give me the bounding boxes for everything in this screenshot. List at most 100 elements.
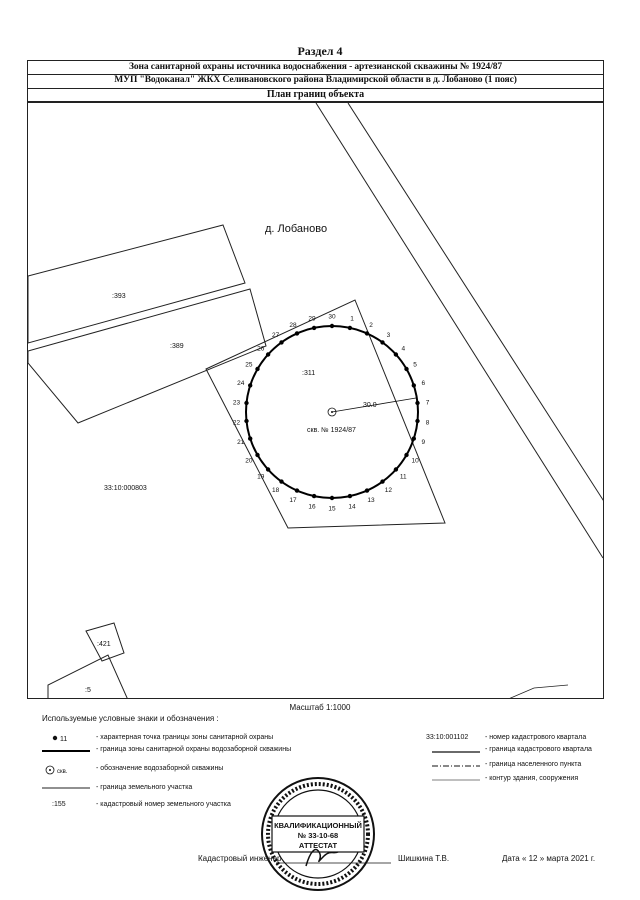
zone-point [347, 325, 353, 331]
zone-point-label: 25 [245, 362, 253, 369]
zone-point [294, 488, 300, 493]
stamp-line1: КВАЛИФИКАЦИОННЫЙ [274, 821, 362, 830]
header-divider [28, 74, 603, 75]
zone-point-label: 4 [401, 345, 405, 352]
well-label: скв. № 1924/87 [307, 427, 356, 434]
signature-icon [305, 848, 339, 867]
zone-point-label: 9 [421, 439, 425, 446]
zone-point [404, 366, 409, 372]
legend-quarter-number-text: - номер кадастрового квартала [485, 734, 587, 741]
zone-point-label: 28 [289, 322, 297, 329]
cadastral-map: 1234567891011121314151617181920212223242… [28, 103, 603, 698]
zone-point-label: 13 [367, 497, 375, 504]
zone-point [248, 383, 253, 388]
zone-point [404, 452, 409, 458]
qualification-stamp: КВАЛИФИКАЦИОННЫЙ № 33-10-68 АТТЕСТАТ [261, 777, 375, 891]
header-divider [28, 88, 603, 89]
parcel-label-389: :389 [170, 343, 184, 350]
zone-point-label: 19 [257, 474, 265, 481]
legend-settlement-border-text: - граница населенного пункта [485, 761, 582, 768]
zone-point-label: 11 [400, 474, 407, 481]
zone-point-label: 1 [350, 316, 354, 323]
parcel-label-421: :421 [97, 641, 111, 648]
zone-point [265, 467, 271, 472]
zone-point [255, 452, 260, 458]
zone-point-label: 17 [289, 497, 297, 504]
stamp-line3: АТТЕСТАТ [299, 841, 338, 850]
zone-point [279, 340, 284, 345]
legend-parcel-sample: :155 [52, 801, 66, 808]
zone-point-label: 18 [272, 487, 280, 494]
zone-point [244, 400, 249, 406]
legend-well-text: - обозначение водозаборной скважины [96, 765, 224, 772]
document-date: Дата « 12 » марта 2021 г. [502, 854, 596, 863]
well-icon-center [331, 411, 333, 413]
zone-point-label: 3 [387, 332, 391, 339]
parcel-421 [85, 622, 125, 662]
zone-point [279, 479, 284, 484]
legend-zone-border-text: - граница зоны санитарной охраны водозаб… [96, 746, 292, 753]
zone-point [411, 436, 416, 441]
zone-point-label: 29 [308, 316, 316, 323]
engineer-name: Шишкина Т.В. [398, 854, 450, 863]
plan-subtitle: План границ объекта [266, 89, 365, 100]
zone-point-label: 30 [328, 314, 336, 321]
legend-building-text: - контур здания, сооружения [485, 775, 579, 782]
quarter-label: 33:10:000803 [104, 485, 147, 492]
zone-point [411, 383, 416, 388]
legend-quarter-sample: 33:10:001102 [426, 734, 469, 741]
road-border-left [315, 103, 603, 559]
zone-point-label: 7 [426, 400, 430, 407]
zone-point [311, 493, 317, 499]
engineer-label: Кадастровый инженер [198, 854, 282, 863]
zone-point [364, 488, 370, 493]
zone-point-label: 24 [237, 380, 245, 387]
zone-point-label: 21 [237, 439, 245, 446]
legend-parcel-border-symbol [42, 787, 90, 789]
legend-point-symbol: 11 [52, 735, 67, 743]
zone-points: 1234567891011121314151617181920212223242… [233, 314, 430, 513]
header-title-line2: МУП "Водоканал" ЖКХ Селивановского район… [114, 75, 517, 85]
legend-point-text: - характерная точка границы зоны санитар… [96, 734, 274, 741]
zone-point [393, 467, 399, 472]
section-title: Раздел 4 [297, 44, 343, 58]
zone-point-label: 26 [257, 345, 265, 352]
legend-quarter-border-text: - граница кадастрового квартала [485, 746, 592, 753]
legend-parcel-number-text: - кадастровый номер земельного участка [96, 801, 231, 808]
zone-point [393, 352, 399, 357]
zone-point [294, 331, 300, 336]
legend-title: Используемые условные знаки и обозначени… [42, 714, 219, 723]
zone-point-label: 2 [369, 322, 373, 329]
zone-point [248, 436, 253, 441]
building-contour [509, 684, 569, 698]
header-title-line1: Зона санитарной охраны источника водосна… [128, 62, 503, 72]
parcel-389 [28, 288, 267, 424]
legend-building-symbol [432, 779, 480, 781]
parcel-label-393: :393 [112, 293, 126, 300]
zone-point [265, 352, 271, 357]
legend-quarter-border-symbol [432, 751, 480, 753]
map-scale: Масштаб 1:1000 [289, 703, 351, 712]
parcel-5 [47, 654, 128, 698]
zone-point [255, 366, 260, 372]
zone-point [380, 340, 385, 345]
zone-point [415, 418, 420, 424]
zone-point-label: 10 [411, 458, 419, 465]
radius-line [331, 397, 417, 413]
legend-well-symbol: скв. [45, 765, 68, 775]
zone-point-label: 6 [421, 380, 425, 387]
zone-point-label: 22 [233, 420, 241, 427]
zone-point [329, 323, 335, 329]
zone-point [380, 479, 385, 484]
legend-well-sample: скв. [57, 769, 68, 775]
parcel-label-5: :5 [85, 687, 91, 694]
zone-point-label: 8 [426, 420, 430, 427]
signature-line [276, 862, 391, 864]
stamp-line2: № 33-10-68 [298, 831, 338, 840]
zone-point [347, 493, 353, 499]
parcel-311 [205, 299, 446, 529]
zone-point [311, 325, 317, 331]
zone-point [244, 418, 249, 424]
